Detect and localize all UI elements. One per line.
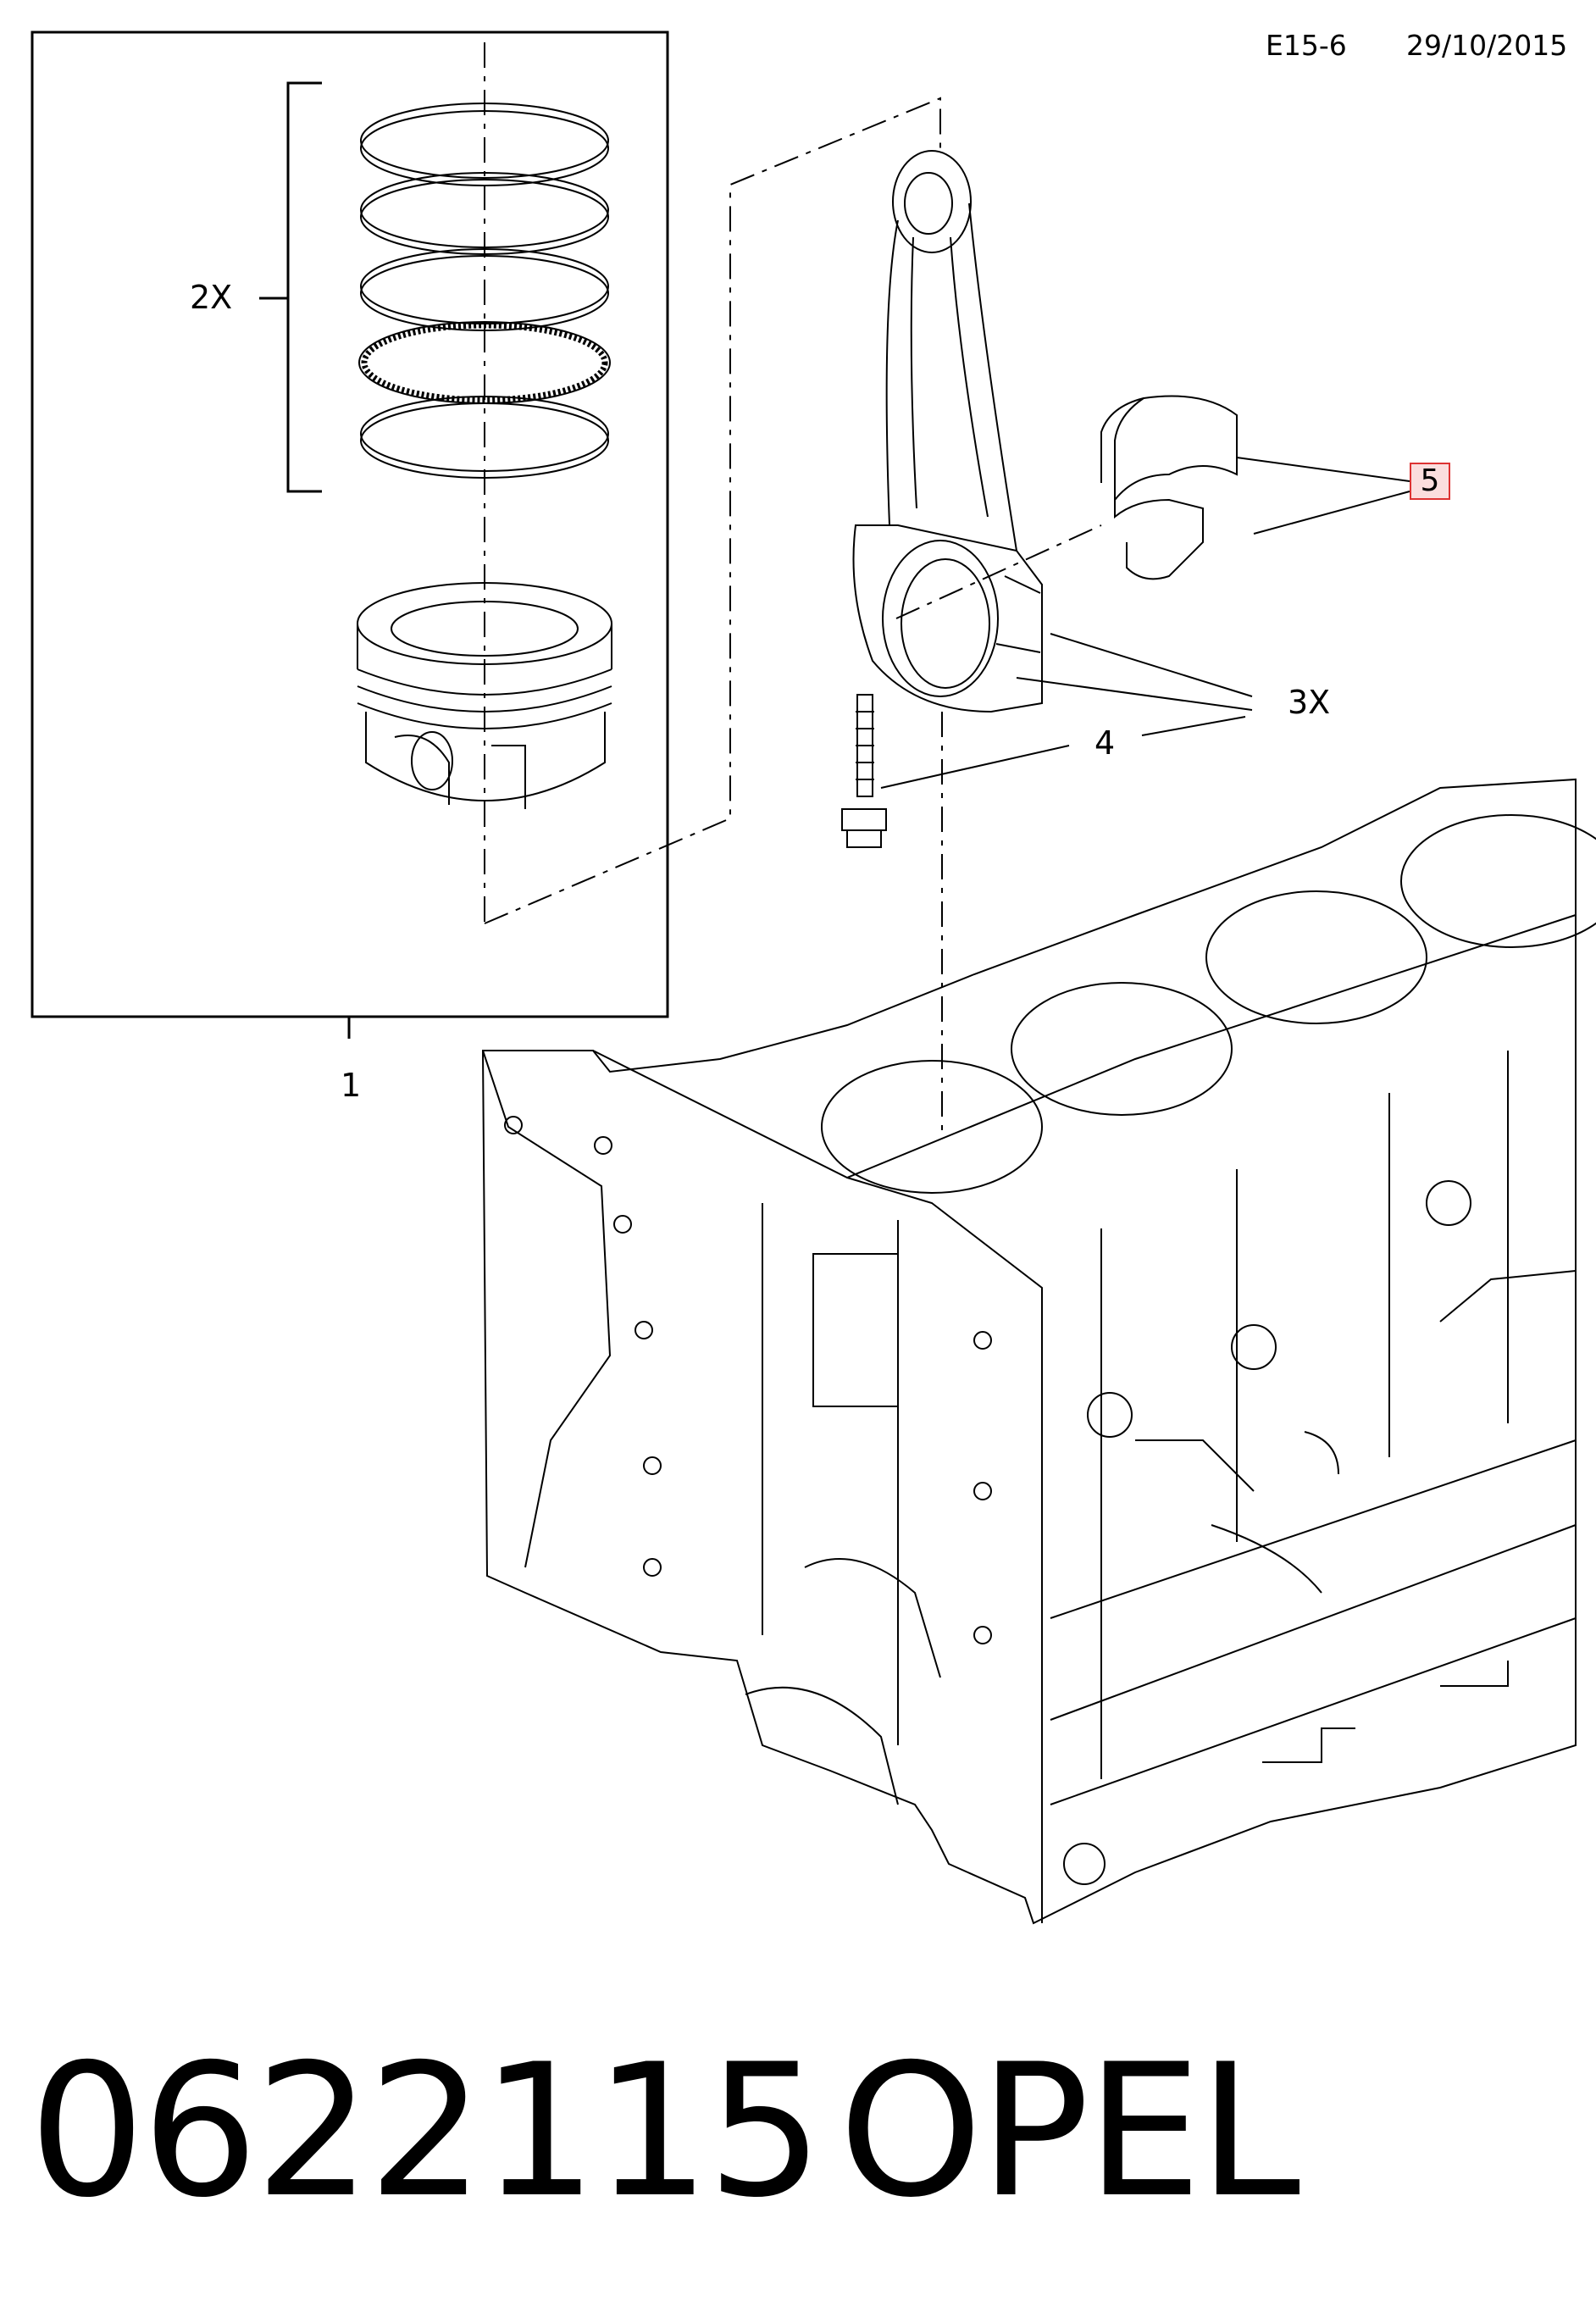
rod-bolt	[842, 695, 886, 847]
bearing-shells	[1101, 396, 1237, 580]
piston-kit-frame	[32, 32, 668, 1017]
kit-dash-lines	[485, 98, 940, 923]
callout-bolt: 4	[1094, 724, 1116, 762]
bolt-leader-lines	[881, 717, 1245, 788]
bearing-axis	[896, 525, 1101, 618]
callout-ring-qty: 2X	[190, 279, 233, 316]
callout-rod-qty: 3X	[1288, 684, 1331, 721]
brand-name: OPEL	[839, 2025, 1300, 2238]
engine-block	[483, 779, 1596, 1923]
sheet-code: E15-6	[1266, 29, 1347, 62]
sheet-date: 29/10/2015	[1406, 29, 1568, 62]
rod-qty-leader-lines	[1017, 634, 1252, 710]
ring-set-bracket	[288, 83, 322, 491]
piston	[357, 583, 612, 809]
callout-bearing-highlight[interactable]: 5	[1410, 463, 1450, 500]
bearing-leader-lines	[1237, 458, 1410, 534]
part-number: 0622115	[29, 2025, 823, 2238]
piston-rings	[359, 103, 610, 478]
callout-piston-kit: 1	[341, 1067, 362, 1104]
connecting-rod	[854, 151, 1043, 712]
